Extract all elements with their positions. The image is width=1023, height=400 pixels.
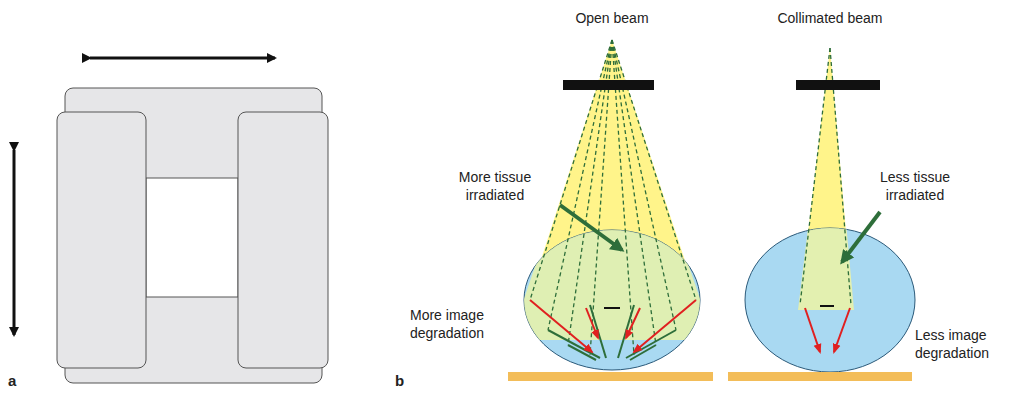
beam-title: Open beam <box>552 9 672 27</box>
callout-label: Less tissue irradiated <box>870 168 960 204</box>
open-beam <box>508 40 714 381</box>
panel-letter: b <box>395 372 415 390</box>
beam-title: Collimated beam <box>760 9 900 27</box>
panel-letter: a <box>8 372 28 390</box>
note-label: More image degradation <box>410 306 510 342</box>
callout-label: More tissue irradiated <box>445 168 545 204</box>
collimated-beam <box>728 48 915 381</box>
detector-frame <box>57 88 328 383</box>
vertical-arrow <box>13 150 16 335</box>
horizontal-arrow <box>90 57 275 60</box>
pointer-arrow <box>842 212 880 262</box>
pointer-arrow <box>560 205 622 250</box>
note-label: Less image degradation <box>915 326 1015 362</box>
